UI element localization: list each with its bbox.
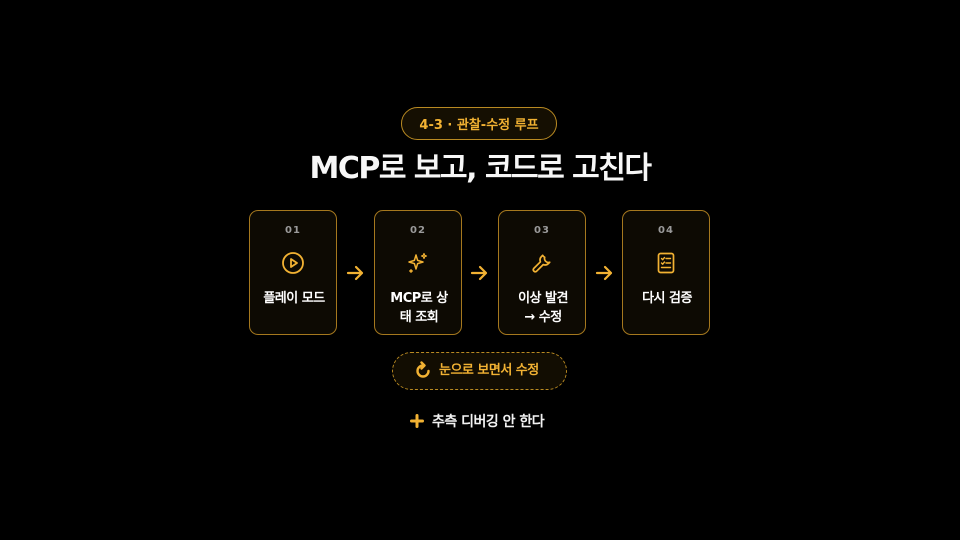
loop-label: 눈으로 보면서 수정 [439, 363, 539, 378]
section-badge: 4-3 · 관찰-수정 루프 [401, 107, 557, 140]
step-number: 04 [658, 225, 674, 236]
step-label: 이상 발견 → 수정 [501, 289, 585, 327]
note-label: 추측 디버깅 안 한다 [432, 414, 545, 430]
step-label-line: MCP로 상 [390, 291, 448, 306]
step-card-2: 02 MCP로 상 태 조회 [374, 210, 462, 335]
refresh-icon [416, 361, 430, 378]
step-label-line: → 수정 [524, 310, 562, 325]
wrench-icon [532, 254, 551, 273]
step-label-line: 태 조회 [399, 310, 439, 325]
plus-icon [410, 414, 424, 428]
step-label: 플레이 모드 [252, 289, 336, 308]
loop-pill: 눈으로 보면서 수정 [392, 352, 567, 390]
step-label: MCP로 상 태 조회 [377, 289, 461, 327]
step-number: 01 [285, 225, 301, 236]
slide-title: MCP로 보고, 코드로 고친다 [309, 151, 653, 186]
step-card-4: 04 다시 검증 [622, 210, 710, 335]
section-badge-label: 4-3 · 관찰-수정 루프 [419, 118, 539, 133]
step-label-text: 플레이 모드 [263, 291, 325, 306]
step-number: 03 [534, 225, 550, 236]
step-label-text: 다시 검증 [642, 291, 692, 306]
sparkle-icon [408, 252, 428, 273]
arrow-right-icon [595, 265, 613, 281]
step-number: 02 [410, 225, 426, 236]
step-label: 다시 검증 [625, 289, 709, 308]
arrow-right-icon [346, 265, 364, 281]
note-row: 추측 디버깅 안 한다 [410, 409, 545, 433]
step-card-1: 01 플레이 모드 [249, 210, 337, 335]
play-circle-icon [282, 252, 304, 274]
arrow-right-icon [470, 265, 488, 281]
checklist-icon [657, 252, 675, 274]
step-card-3: 03 이상 발견 → 수정 [498, 210, 586, 335]
step-label-line: 이상 발견 [518, 291, 568, 306]
